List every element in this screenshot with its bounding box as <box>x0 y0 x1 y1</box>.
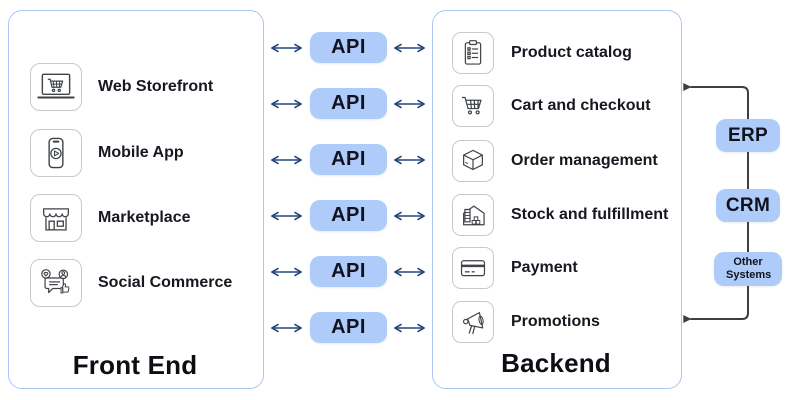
backend-item-label: Stock and fulfillment <box>511 206 669 223</box>
frontend-item-label: Mobile App <box>98 144 184 161</box>
external-system-erp: ERP <box>716 119 780 152</box>
promotions-icon <box>452 301 494 343</box>
external-system-crm: CRM <box>716 189 780 222</box>
api-block: API <box>310 312 387 343</box>
mobile-app-icon <box>30 129 82 177</box>
backend-item-label: Payment <box>511 259 578 276</box>
social-commerce-icon <box>30 259 82 307</box>
backend-item-cart-checkout: Cart and checkout <box>452 85 651 127</box>
api-block: API <box>310 88 387 119</box>
api-label: API <box>331 92 366 114</box>
api-label: API <box>331 260 366 282</box>
api-block: API <box>310 200 387 231</box>
api-label: API <box>331 316 366 338</box>
api-label: API <box>331 148 366 170</box>
api-block: API <box>310 32 387 63</box>
marketplace-icon <box>30 194 82 242</box>
payment-icon <box>452 247 494 289</box>
product-catalog-icon <box>452 32 494 74</box>
external-system-other: Other Systems <box>714 252 782 286</box>
frontend-item-label: Social Commerce <box>98 274 233 291</box>
external-system-label: Other Systems <box>726 255 772 281</box>
web-storefront-icon <box>30 63 82 111</box>
backend-item-label: Order management <box>511 152 658 169</box>
connector-to-backend-top <box>683 83 749 120</box>
stock-fulfillment-icon <box>452 194 494 236</box>
api-block: API <box>310 144 387 175</box>
api-block: API <box>310 256 387 287</box>
connector-to-backend-bottom <box>683 285 749 323</box>
api-backend-arrows <box>394 43 425 333</box>
backend-item-label: Cart and checkout <box>511 97 651 114</box>
frontend-item-label: Marketplace <box>98 209 191 226</box>
order-management-icon <box>452 140 494 182</box>
backend-item-stock-fulfillment: Stock and fulfillment <box>452 194 668 236</box>
frontend-api-arrows <box>271 43 302 333</box>
frontend-item-marketplace: Marketplace <box>30 194 191 242</box>
frontend-item-web-storefront: Web Storefront <box>30 63 213 111</box>
backend-item-label: Promotions <box>511 313 600 330</box>
external-system-label: ERP <box>728 124 768 146</box>
backend-item-order-management: Order management <box>452 140 658 182</box>
cart-checkout-icon <box>452 85 494 127</box>
frontend-item-mobile-app: Mobile App <box>30 129 184 177</box>
frontend-item-label: Web Storefront <box>98 78 214 95</box>
api-label: API <box>331 204 366 226</box>
frontend-item-social-commerce: Social Commerce <box>30 259 232 307</box>
backend-item-label: Product catalog <box>511 44 632 61</box>
backend-title: Backend <box>501 348 611 378</box>
backend-item-payment: Payment <box>452 247 578 289</box>
backend-item-promotions: Promotions <box>452 301 600 343</box>
external-system-label: CRM <box>725 194 771 216</box>
frontend-title: Front End <box>72 350 198 380</box>
backend-item-product-catalog: Product catalog <box>452 32 632 74</box>
api-label: API <box>331 36 366 58</box>
